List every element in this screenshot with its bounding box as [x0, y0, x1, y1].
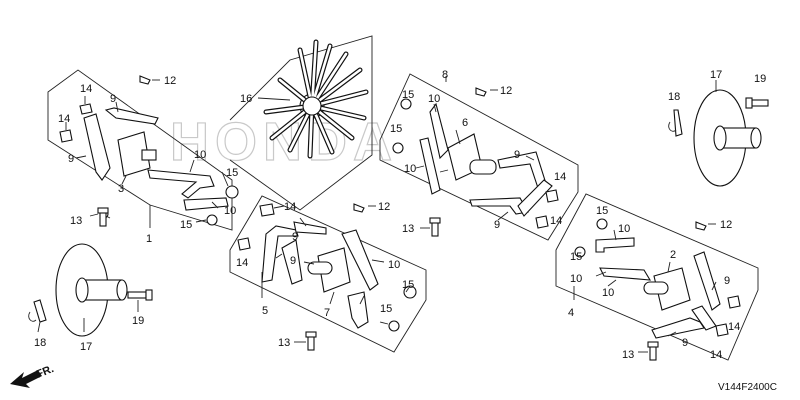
assembly-8-frame: [379, 73, 579, 241]
front-direction-indicator: FR.: [10, 363, 56, 388]
nut-icon: [535, 215, 549, 229]
disc-right: [668, 80, 769, 187]
callout-labels: 1234567899999999101010101010101012121212…: [34, 69, 766, 361]
callout-17: 17: [710, 69, 722, 81]
callout-16: 16: [240, 93, 252, 105]
bolt-icon: [400, 98, 412, 110]
callout-18: 18: [34, 337, 46, 349]
arrow-icon: [10, 370, 42, 388]
callout-10: 10: [428, 93, 440, 105]
nut-icon: [545, 189, 559, 203]
callout-14: 14: [236, 257, 248, 269]
callout-9: 9: [68, 153, 74, 165]
callout-12: 12: [164, 75, 176, 87]
nut-icon: [259, 203, 275, 217]
bolt-icon: [574, 246, 586, 258]
callout-10: 10: [194, 149, 206, 161]
bolt-13-group: [97, 207, 659, 361]
callout-13: 13: [70, 215, 82, 227]
assembly-4-leaders: [595, 223, 717, 337]
callout-18: 18: [668, 91, 680, 103]
bolt-icon: [392, 142, 404, 154]
callout-14: 14: [550, 215, 562, 227]
callout-13: 13: [278, 337, 290, 349]
callout-13: 13: [402, 223, 414, 235]
bolt-icon: [388, 320, 400, 332]
callout-9: 9: [682, 337, 688, 349]
direction-label: FR.: [35, 363, 56, 381]
callout-19: 19: [132, 315, 144, 327]
callout-14: 14: [80, 83, 92, 95]
callout-15: 15: [596, 205, 608, 217]
assembly-5-leaders: [273, 205, 411, 325]
assembly-8-leaders: [415, 89, 535, 221]
callout-10: 10: [570, 273, 582, 285]
assembly-1-leaders: [65, 79, 229, 223]
assembly-5-parts: [237, 203, 417, 332]
diagram-code: V144F2400C: [718, 382, 777, 393]
callout-19: 19: [754, 73, 766, 85]
disc-left: [28, 243, 153, 337]
callout-7: 7: [324, 307, 330, 319]
callout-14: 14: [728, 321, 740, 333]
callout-1: 1: [146, 233, 152, 245]
callout-2: 2: [670, 249, 676, 261]
callout-15: 15: [380, 303, 392, 315]
callout-6: 6: [462, 117, 468, 129]
assembly-8-parts: [392, 87, 559, 229]
callout-15: 15: [402, 279, 414, 291]
callout-3: 3: [118, 183, 124, 195]
callout-12: 12: [378, 201, 390, 213]
callout-17: 17: [80, 341, 92, 353]
watermark-text: HONDA: [170, 112, 398, 172]
tine-bundle: [229, 35, 373, 211]
bolt-icon: [206, 214, 218, 226]
callout-9: 9: [292, 231, 298, 243]
callout-4: 4: [568, 307, 574, 319]
callout-14: 14: [710, 349, 722, 361]
nut-icon: [79, 103, 93, 115]
callout-14: 14: [284, 201, 296, 213]
callout-10: 10: [388, 259, 400, 271]
callout-8: 8: [442, 69, 448, 81]
bolt-icon: [596, 218, 608, 230]
callout-13: 13: [622, 349, 634, 361]
callout-10: 10: [404, 163, 416, 175]
bolt-icon: [225, 185, 239, 199]
callout-15: 15: [226, 167, 238, 179]
assembly-1-frame: [47, 69, 233, 231]
nut-icon: [727, 295, 741, 309]
callout-9: 9: [110, 93, 116, 105]
callout-14: 14: [58, 113, 70, 125]
callout-14: 14: [554, 171, 566, 183]
callout-10: 10: [224, 205, 236, 217]
callout-15: 15: [402, 89, 414, 101]
assembly-4-frame: [555, 193, 759, 361]
callout-9: 9: [290, 255, 296, 267]
callout-10: 10: [618, 223, 630, 235]
callout-15: 15: [390, 123, 402, 135]
callout-15: 15: [570, 251, 582, 263]
nut-icon: [59, 129, 73, 143]
callout-15: 15: [180, 219, 192, 231]
callout-9: 9: [724, 275, 730, 287]
callout-5: 5: [262, 305, 268, 317]
nut-icon: [237, 237, 251, 251]
callout-10: 10: [602, 287, 614, 299]
nut-icon: [715, 323, 729, 337]
assembly-4-parts: [574, 218, 741, 339]
callout-9: 9: [494, 219, 500, 231]
callout-12: 12: [720, 219, 732, 231]
callout-12: 12: [500, 85, 512, 97]
callout-9: 9: [514, 149, 520, 161]
